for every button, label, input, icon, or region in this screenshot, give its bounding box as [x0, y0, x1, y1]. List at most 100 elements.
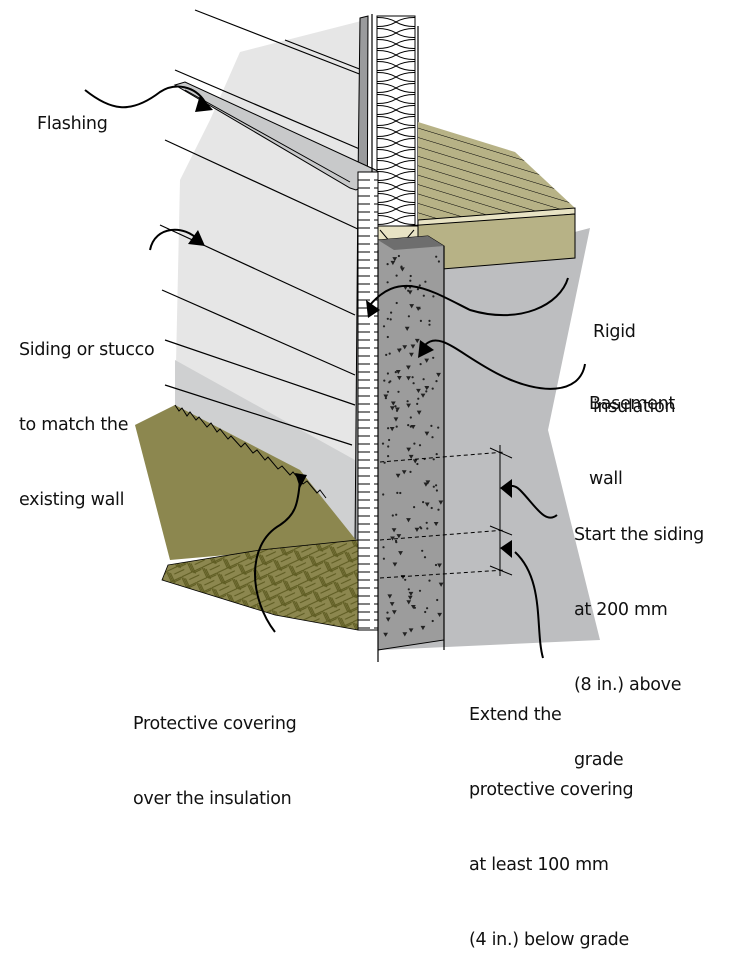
aggregate-dot — [422, 378, 425, 381]
aggregate-dot — [419, 526, 422, 529]
aggregate-stone — [383, 632, 389, 637]
aggregate-stone — [407, 595, 413, 600]
dimension-lines — [379, 445, 513, 579]
aggregate-stone — [393, 417, 399, 422]
aggregate-dot — [432, 295, 435, 298]
aggregate-stone — [400, 267, 405, 272]
aggregate-dot — [390, 311, 393, 314]
aggregate-dot — [432, 356, 435, 359]
aggregate-stone — [415, 306, 421, 311]
aggregate-stone — [424, 431, 430, 436]
aggregate-dot — [388, 352, 391, 355]
aggregate-dot — [435, 453, 438, 456]
aggregate-dot — [383, 379, 386, 382]
label-start-siding: Start the siding at 200 mm (8 in.) above… — [574, 525, 704, 770]
aggregate-dot — [386, 611, 389, 614]
aggregate-dot — [431, 387, 434, 390]
aggregate-stone — [395, 473, 401, 478]
aggregate-stone — [389, 427, 395, 432]
aggregate-stone — [398, 551, 403, 556]
aggregate-dot — [413, 506, 416, 509]
aggregate-dot — [416, 462, 419, 466]
aggregate-dot — [435, 380, 438, 383]
soil-above-grade — [135, 405, 356, 560]
aggregate-dot — [394, 405, 397, 408]
aggregate-stone — [410, 604, 416, 610]
aggregate-stone — [392, 257, 398, 262]
aggregate-stone — [406, 403, 411, 408]
aggregate-stone — [425, 480, 431, 485]
aggregate-dot — [425, 390, 428, 393]
aggregate-dot — [388, 438, 391, 442]
aggregate-dot — [395, 513, 398, 516]
aggregate-dot — [387, 445, 390, 448]
aggregate-stone — [412, 459, 418, 464]
aggregate-dot — [435, 484, 438, 487]
aggregate-dot — [387, 455, 390, 458]
aggregate-stone — [396, 534, 402, 539]
aggregate-dot — [382, 325, 386, 328]
aggregate-dot — [409, 416, 412, 419]
aggregate-dot — [389, 380, 392, 383]
aggregate-stone — [420, 393, 426, 398]
aggregate-stone — [389, 602, 395, 607]
aggregate-stone — [387, 594, 393, 599]
aggregate-dot — [413, 606, 416, 609]
aggregate-dot — [424, 280, 427, 283]
aggregate-dot — [412, 382, 415, 385]
aggregate-stone — [390, 260, 396, 266]
aggregate-dot — [431, 436, 434, 439]
aggregate-dot — [432, 458, 435, 461]
aggregate-stone — [408, 591, 414, 597]
aggregate-stone — [404, 326, 410, 332]
aggregate-dot — [381, 442, 385, 445]
aggregate-stone — [424, 358, 430, 363]
aggregate-dot — [389, 318, 392, 321]
aggregate-dot — [387, 427, 390, 430]
aggregate-stone — [438, 582, 444, 587]
aggregate-dot — [423, 556, 427, 559]
aggregate-dot — [391, 514, 394, 517]
aggregate-dot — [424, 610, 427, 614]
aggregate-stone — [423, 482, 429, 487]
aggregate-dot — [413, 442, 416, 445]
aggregate-dot — [409, 279, 412, 282]
aggregate-stone — [390, 401, 396, 406]
aggregate-stone — [396, 348, 402, 353]
label-rigid-insulation: Rigid insulation — [593, 322, 676, 417]
aggregate-stone — [414, 527, 420, 532]
aggregate-stone — [389, 406, 395, 411]
siding-lines — [159, 9, 363, 446]
aggregate-stone — [408, 628, 414, 633]
label-basement-wall: Basement wall — [589, 394, 675, 489]
aggregate-stone — [395, 369, 401, 375]
aggregate-stone — [406, 376, 411, 381]
aggregate-dot — [407, 424, 410, 427]
aggregate-dot — [418, 444, 422, 447]
aggregate-dot — [428, 319, 431, 322]
aggregate-stone — [396, 375, 402, 381]
aggregate-stone — [424, 502, 430, 507]
aggregate-dot — [435, 255, 438, 258]
aggregate-dot — [418, 589, 422, 592]
aggregate-dot — [435, 489, 438, 492]
aggregate-stone — [416, 410, 422, 415]
aggregate-dot — [422, 294, 425, 297]
aggregate-dot — [428, 579, 431, 582]
foundation-insulation-diagram — [84, 9, 600, 662]
aggregate-stone — [391, 610, 397, 615]
aggregate-stone — [409, 352, 414, 357]
wall-batt-insulation — [376, 15, 416, 227]
aggregate-dot — [436, 598, 439, 602]
aggregate-dot — [406, 400, 409, 403]
aggregate-dot — [419, 319, 422, 322]
aggregate-dot — [425, 521, 428, 524]
aggregate-dot — [386, 335, 389, 339]
aggregate-dot — [382, 493, 385, 496]
label-flashing: Flashing — [37, 114, 108, 134]
aggregate-dot — [411, 376, 414, 379]
aggregate-dot — [394, 371, 397, 374]
aggregate-stone — [437, 563, 442, 568]
label-protective-covering: Protective covering over the insulation — [133, 714, 297, 809]
label-extend-covering: Extend the protective covering at least … — [469, 705, 634, 950]
